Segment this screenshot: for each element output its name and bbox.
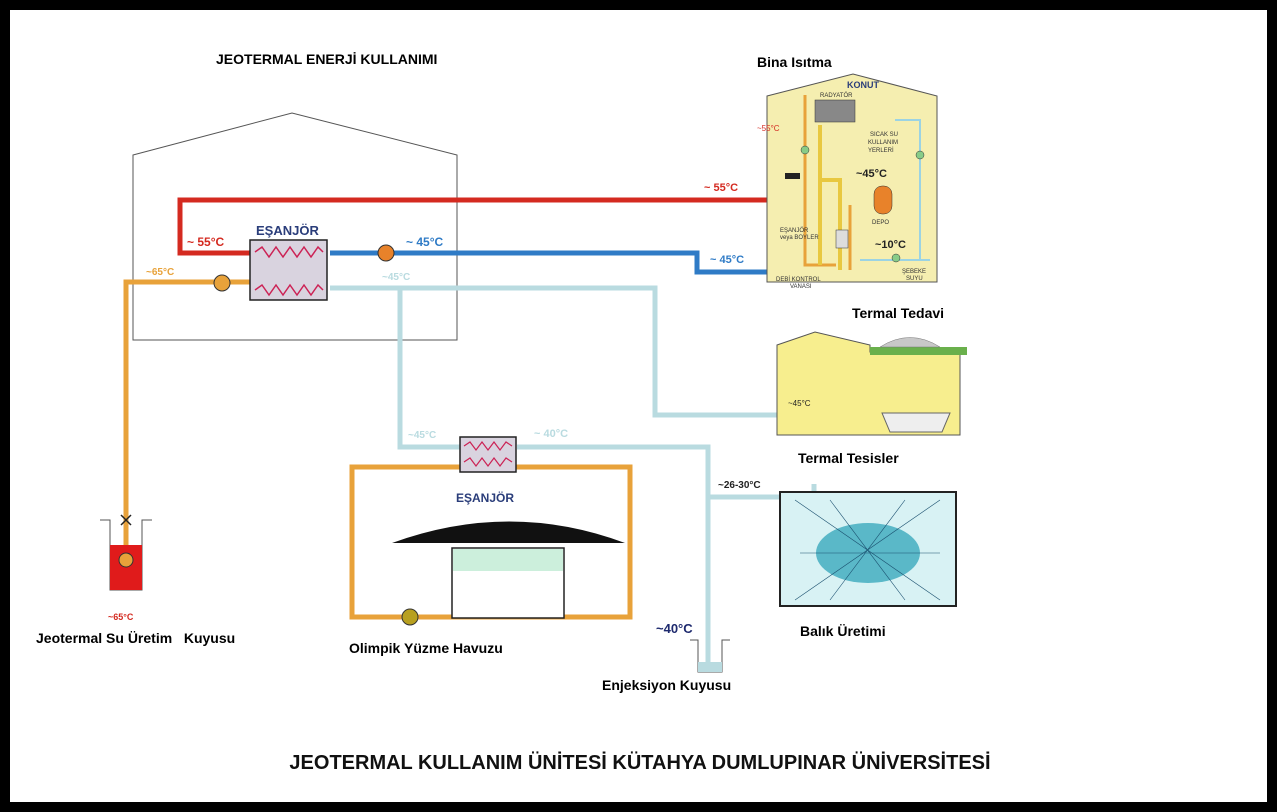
exchanger-boiler-label-1: EŞANJÖR bbox=[780, 227, 809, 234]
olympic-pool bbox=[392, 521, 625, 619]
temp-light-out: ~45°C bbox=[382, 272, 410, 283]
temp-red-top: ~ 55°C bbox=[704, 182, 738, 194]
temp-house-45: ~45°C bbox=[856, 168, 887, 180]
pump-icon bbox=[213, 274, 231, 292]
pool-exchanger-label: EŞANJÖR bbox=[456, 490, 514, 505]
radiator-label: RADYATÖR bbox=[820, 92, 853, 99]
temp-blue-main: ~ 45°C bbox=[406, 235, 443, 249]
fish-farm bbox=[779, 491, 957, 607]
temp-pool-out: ~ 40°C bbox=[534, 428, 568, 440]
konut-label: KONUT bbox=[847, 80, 879, 90]
temp-injection: ~40°C bbox=[656, 621, 693, 636]
production-well bbox=[100, 514, 152, 591]
main-building-outline bbox=[132, 112, 458, 341]
house-label: Bina Isıtma bbox=[757, 54, 832, 70]
diagram-title: JEOTERMAL ENERJİ KULLANIMI bbox=[216, 51, 437, 67]
temp-house-55: ~55°C bbox=[757, 124, 780, 133]
hot-water-label-1: SICAK SU bbox=[870, 132, 898, 138]
thermal-facilities-label: Termal Tesisler bbox=[798, 450, 899, 466]
hot-water-label-2: KULLANIM bbox=[868, 140, 898, 146]
temp-pool-in: ~45°C bbox=[408, 430, 436, 441]
injection-well bbox=[690, 639, 730, 673]
fish-farm-label: Balık Üretimi bbox=[800, 623, 886, 639]
temp-orange-in: ~65°C bbox=[146, 267, 174, 278]
pool-heat-exchanger bbox=[459, 436, 517, 473]
pool-label: Olimpik Yüzme Havuzu bbox=[349, 640, 503, 656]
flow-valve-label-1: DEBİ KONTROL bbox=[776, 276, 821, 283]
mains-label-2: SUYU bbox=[906, 276, 923, 282]
thermal-treatment-label: Termal Tedavi bbox=[852, 305, 944, 321]
orange-supply-pipe bbox=[123, 279, 250, 545]
temp-blue-right: ~ 45°C bbox=[710, 254, 744, 266]
injection-well-label: Enjeksiyon Kuyusu bbox=[602, 677, 731, 693]
main-exchanger-label: EŞANJÖR bbox=[256, 223, 319, 238]
main-heat-exchanger bbox=[249, 239, 328, 301]
temp-red-main: ~ 55°C bbox=[187, 235, 224, 249]
hot-water-label-3: YERLERİ bbox=[868, 147, 894, 154]
blue-return-pipe bbox=[330, 250, 790, 275]
red-hot-pipe bbox=[177, 197, 830, 256]
temp-fish: ~26-30°C bbox=[718, 480, 761, 491]
mains-label-1: ŞEBEKE bbox=[902, 269, 926, 275]
termal-facility bbox=[776, 331, 967, 436]
pump-icon bbox=[377, 244, 395, 262]
exchanger-boiler-label-2: veya BOYLER bbox=[780, 235, 819, 241]
flow-valve-label-2: VANASI bbox=[790, 284, 812, 290]
depot-label: DEPO bbox=[872, 220, 889, 226]
footer-title: JEOTERMAL KULLANIM ÜNİTESİ KÜTAHYA DUMLU… bbox=[289, 751, 990, 774]
pool-pump-icon bbox=[401, 608, 419, 626]
temp-well: ~65°C bbox=[108, 612, 134, 622]
production-well-label: Jeotermal Su Üretim Kuyusu bbox=[36, 630, 235, 646]
temp-house-10: ~10°C bbox=[875, 239, 906, 251]
house bbox=[766, 73, 938, 283]
temp-termal: ~45°C bbox=[788, 399, 811, 408]
